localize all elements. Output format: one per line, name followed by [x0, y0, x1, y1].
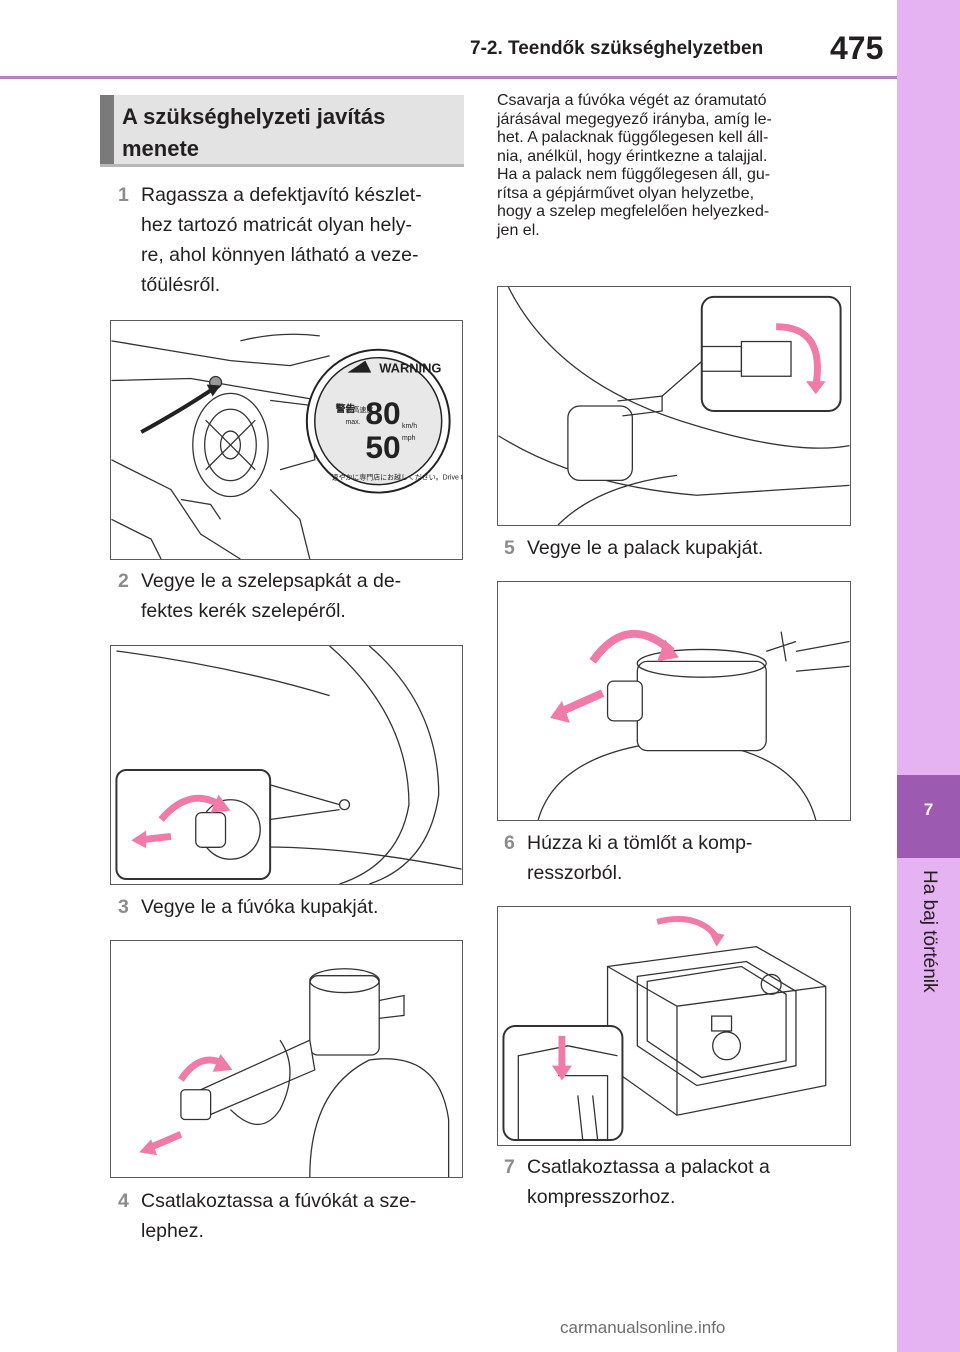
sticker-unit-alt: mph	[402, 435, 416, 442]
step-number: 6	[504, 832, 515, 854]
sticker-warning: WARNING	[379, 361, 441, 376]
sticker-speed-alt: 50	[365, 429, 400, 465]
step-7: 7 Csatlakoztassa a palackot a kompresszo…	[504, 1152, 857, 1212]
step-number: 3	[118, 896, 129, 918]
page-number: 475	[830, 30, 884, 66]
note-text: Csavarja a fúvóka végét az óramutató jár…	[497, 92, 772, 239]
section-heading-text: A szükséghelyzeti javítás menete	[122, 104, 386, 161]
sticker-max: max.	[346, 419, 361, 426]
heading-bar	[100, 95, 114, 164]
step-number: 2	[118, 570, 129, 592]
step-3: 3 Vegye le a fúvóka kupakját.	[118, 892, 471, 922]
figure-sticker-placement: WARNING 警告 最高速度 max. 80 50 km/h mph 速やかに…	[110, 320, 463, 560]
figure-nozzle-cap	[110, 940, 463, 1178]
step-6: 6 Húzza ki a tömlőt a komp- resszorból.	[504, 828, 857, 888]
sticker-unit-main: km/h	[402, 423, 417, 430]
chapter-title: 7-2. Teendők szükséghelyzetben	[470, 38, 764, 59]
sticker-drive-text: 速やかに専門店にお越しください。Drive to Dealer	[332, 473, 462, 482]
figure-valve-cap	[110, 645, 463, 885]
sticker-speed-main: 80	[365, 395, 400, 431]
sticker-jp-warning: 警告	[335, 402, 356, 415]
side-tab-active[interactable]	[897, 775, 960, 858]
side-tab	[897, 0, 960, 1352]
step-number: 5	[504, 537, 515, 559]
sticker-jp-speed: 最高速度	[346, 405, 374, 414]
section-heading: A szükséghelyzeti javítás menete	[100, 95, 464, 167]
step-number: 4	[118, 1190, 129, 1212]
watermark[interactable]: carmanualsonline.info	[560, 1318, 726, 1337]
step-2: 2 Vegye le a szelepsapkát a de- fektes k…	[118, 566, 471, 626]
figure-bottle-cap	[497, 581, 851, 821]
chapter-number: 7	[923, 800, 934, 819]
step-4: 4 Csatlakoztassa a fúvókát a sze- lephez…	[118, 1186, 471, 1246]
figure-nozzle-connected	[497, 286, 851, 526]
step-number: 7	[504, 1156, 515, 1178]
step-number: 1	[118, 184, 129, 206]
chapter-label: Ha baj történik	[919, 870, 940, 993]
figure-compressor-hose	[497, 906, 851, 1146]
step-5: 5 Vegye le a palack kupakját.	[504, 533, 857, 563]
step-1: 1 Ragassza a defektjavító készlet- hez t…	[118, 180, 471, 300]
header-rule	[0, 76, 897, 79]
